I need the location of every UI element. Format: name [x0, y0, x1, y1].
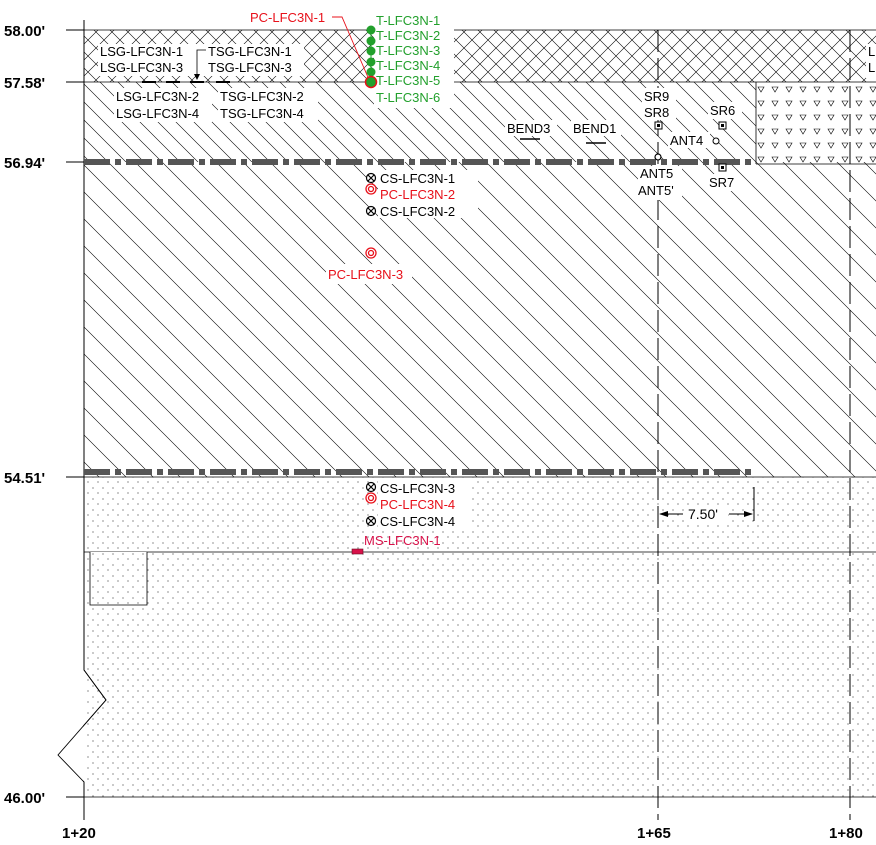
cs-marker-crosses — [367, 174, 375, 525]
ms-label: MS-LFC3N-1 — [364, 533, 441, 548]
layer-triangles — [756, 82, 876, 164]
sr-marker-centers — [657, 124, 724, 169]
t-label: T-LFC3N-2 — [376, 28, 440, 43]
thermocouple-dot — [366, 67, 376, 77]
lsg-label: LSG-LFC3N-2 — [116, 89, 199, 104]
thermocouple-dot — [366, 46, 376, 56]
layer-dotted-upper — [84, 477, 876, 552]
tsg-label: TSG-LFC3N-3 — [208, 60, 292, 75]
t-label: T-LFC3N-6 — [376, 90, 440, 105]
elevation-label: 46.00' — [4, 790, 45, 807]
layer-dotted-lower — [84, 552, 876, 797]
ant-label: ANT5' — [638, 183, 674, 198]
bend-label: BEND3 — [507, 121, 550, 136]
ant5-marker — [654, 153, 662, 161]
tsg-leader — [196, 49, 206, 74]
pc1-marker — [364, 75, 378, 89]
elevation-label: 54.51' — [4, 470, 45, 487]
cs-label: CS-LFC3N-3 — [380, 481, 455, 496]
pit-fill — [91, 553, 146, 604]
pc-label: PC-LFC3N-1 — [250, 10, 325, 25]
elevation-label: 58.00' — [4, 23, 45, 40]
station-label: 1+65 — [637, 825, 671, 842]
tsg-label: TSG-LFC3N-1 — [208, 44, 292, 59]
partial-label: L — [868, 60, 875, 75]
thermocouple-dot — [366, 57, 376, 67]
sr-label: SR8 — [644, 105, 669, 120]
ant4-marker — [712, 137, 720, 145]
pc-label: PC-LFC3N-3 — [328, 267, 403, 282]
sr-label: SR7 — [709, 175, 734, 190]
sr-label: SR9 — [644, 89, 669, 104]
pc-label: PC-LFC3N-2 — [380, 187, 455, 202]
dimension-arrow-right — [744, 511, 753, 517]
bend-label: BEND1 — [573, 121, 616, 136]
lsg-label: LSG-LFC3N-1 — [100, 44, 183, 59]
tsg-label: TSG-LFC3N-4 — [220, 106, 304, 121]
t-label: T-LFC3N-1 — [376, 13, 440, 28]
thermocouple-dot — [366, 25, 376, 35]
t-label: T-LFC3N-4 — [376, 58, 440, 73]
layer-boundaries — [84, 29, 876, 798]
elevation-label: 57.58' — [4, 75, 45, 92]
ant-label: ANT5 — [640, 166, 673, 181]
t-label: T-LFC3N-5 — [376, 73, 440, 88]
elevation-ticks — [66, 29, 85, 820]
elevation-label: 56.94' — [4, 155, 45, 172]
label-knockouts — [98, 10, 742, 530]
lsg-label: LSG-LFC3N-3 — [100, 60, 183, 75]
t-label: T-LFC3N-3 — [376, 43, 440, 58]
ant-label: ANT4 — [670, 133, 703, 148]
tsg-label: TSG-LFC3N-2 — [220, 89, 304, 104]
cs-label: CS-LFC3N-2 — [380, 204, 455, 219]
thermocouple-dot — [366, 36, 376, 46]
layer-diag-lower — [84, 162, 876, 477]
pc-markers — [365, 183, 377, 504]
station-label: 1+20 — [62, 825, 96, 842]
partial-label: L — [868, 44, 875, 59]
dimension-arrow-left — [659, 511, 668, 517]
pc-label: PC-LFC3N-4 — [380, 497, 455, 512]
cs-label: CS-LFC3N-4 — [380, 514, 455, 529]
break-line-edge — [57, 20, 107, 810]
dimension-label: 7.50' — [688, 506, 718, 522]
thermocouple-dots — [366, 25, 376, 77]
tsg-leader-arrow — [194, 74, 200, 80]
pc1-leader — [332, 16, 371, 83]
station-label: 1+80 — [829, 825, 863, 842]
break-mask — [0, 0, 83, 845]
sr-label: SR6 — [710, 103, 735, 118]
cs-label: CS-LFC3N-1 — [380, 171, 455, 186]
lsg-label: LSG-LFC3N-4 — [116, 106, 199, 121]
ms-marker — [351, 548, 364, 555]
